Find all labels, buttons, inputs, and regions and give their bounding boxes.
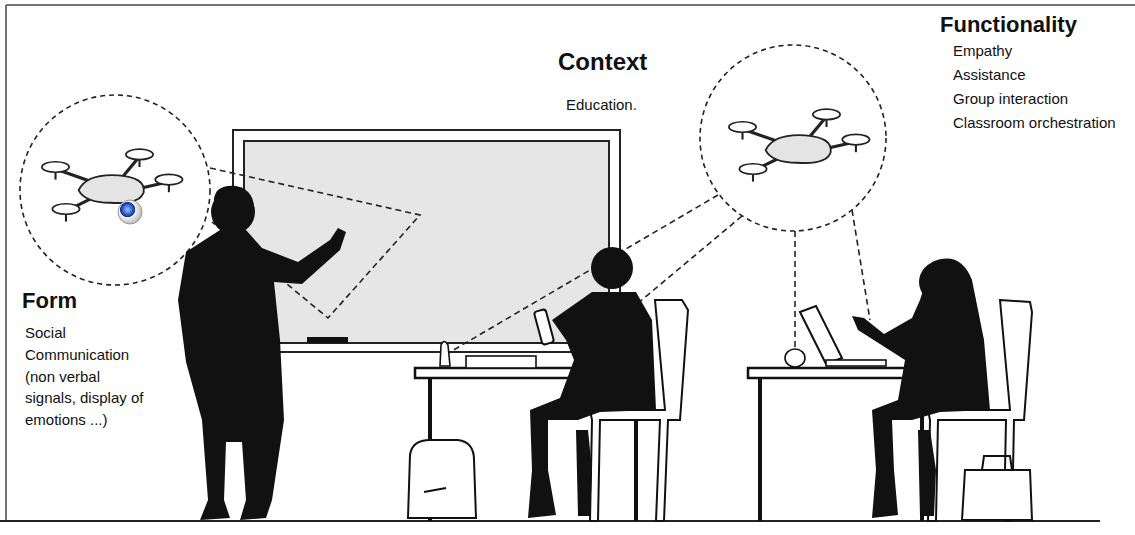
function-item: Classroom orchestration (953, 112, 1135, 134)
section-heading: Form (22, 288, 142, 314)
function-item: Assistance (953, 64, 1135, 86)
form-description: Social Communication (non verbal signals… (25, 322, 147, 431)
function-item: Empathy (953, 40, 1135, 62)
context-item: Education. (566, 94, 726, 116)
section-heading: Functionality (940, 12, 1135, 38)
section-heading: Context (558, 48, 758, 77)
function-item: Group interaction (953, 88, 1135, 110)
